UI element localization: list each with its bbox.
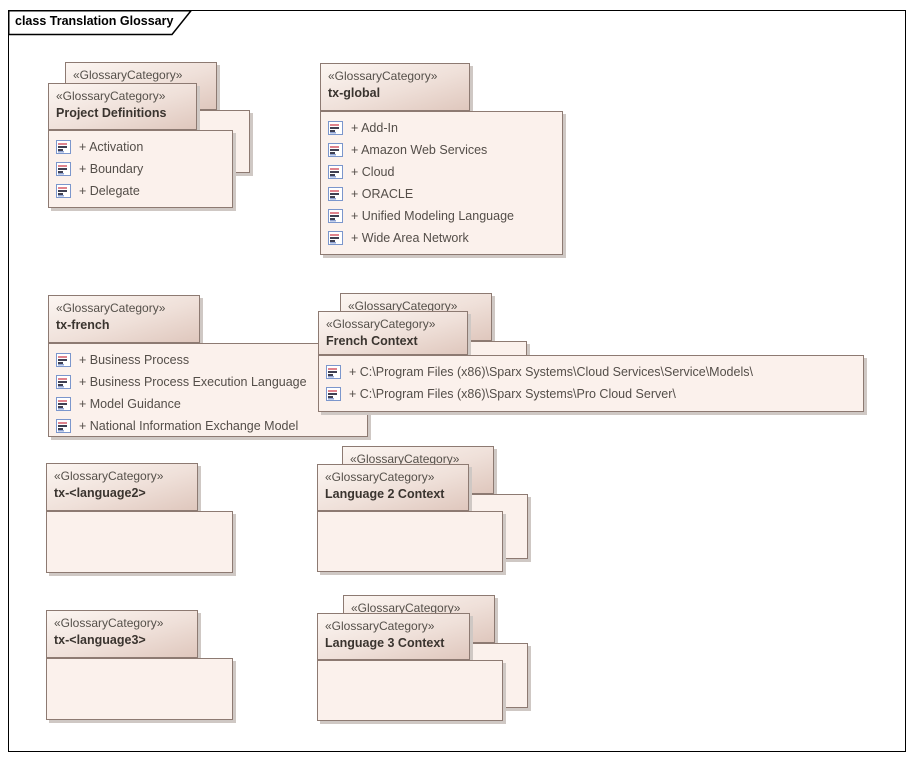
package-tab-tx-language3[interactable]: «GlossaryCategory» tx-<language3> [46,610,198,658]
stereotype-label: «GlossaryCategory» [350,452,460,466]
attribute-label: + Amazon Web Services [351,143,488,157]
stereotype-label: «GlossaryCategory» [56,89,166,103]
attribute-row[interactable]: + Unified Modeling Language [321,205,562,227]
attribute-row[interactable]: + Boundary [49,158,232,180]
attribute-icon [56,419,71,433]
attribute-row[interactable]: + Add-In [321,117,562,139]
frame-label: class Translation Glossary [15,14,174,28]
attribute-icon [56,162,71,176]
attribute-icon [56,140,71,154]
attribute-row[interactable]: + Cloud [321,161,562,183]
package-name: French Context [326,334,418,348]
package-name: tx-<language2> [54,486,146,500]
package-tab-project-definitions[interactable]: «GlossaryCategory» Project Definitions [48,83,197,130]
attribute-label: + Business Process [79,353,190,367]
attribute-icon [56,397,71,411]
package-tab-language2-context[interactable]: «GlossaryCategory» Language 2 Context [317,464,469,511]
package-name: Language 3 Context [325,636,445,650]
attribute-label: + National Information Exchange Model [79,419,299,433]
attribute-row[interactable]: + Business Process [49,349,367,371]
attribute-label: + Boundary [79,162,144,176]
package-body-tx-language3[interactable] [46,658,233,720]
attribute-row[interactable]: + Wide Area Network [321,227,562,249]
attribute-icon [326,387,341,401]
package-tab-language3-context[interactable]: «GlossaryCategory» Language 3 Context [317,613,470,660]
stereotype-label: «GlossaryCategory» [54,616,164,630]
package-body-project-definitions[interactable]: + Activation + Boundary + Delegate [48,130,233,208]
package-body-tx-global[interactable]: + Add-In + Amazon Web Services + Cloud +… [320,111,563,255]
stereotype-label: «GlossaryCategory» [56,301,166,315]
attribute-label: + C:\Program Files (x86)\Sparx Systems\C… [349,365,753,379]
attribute-icon [328,143,343,157]
attribute-label: + ORACLE [351,187,414,201]
package-tab-tx-french[interactable]: «GlossaryCategory» tx-french [48,295,200,343]
attribute-row[interactable]: + Amazon Web Services [321,139,562,161]
package-tab-tx-global[interactable]: «GlossaryCategory» tx-global [320,63,470,111]
stereotype-label: «GlossaryCategory» [326,317,436,331]
stereotype-label: «GlossaryCategory» [54,469,164,483]
attribute-row[interactable]: + C:\Program Files (x86)\Sparx Systems\C… [319,361,863,383]
package-body-french-context[interactable]: + C:\Program Files (x86)\Sparx Systems\C… [318,355,864,412]
package-name: Language 2 Context [325,487,445,501]
package-body-language3-context[interactable] [317,660,503,721]
package-name: Project Definitions [56,106,167,120]
stereotype-label: «GlossaryCategory» [348,299,458,313]
attribute-icon [328,187,343,201]
package-body-tx-language2[interactable] [46,511,233,573]
attribute-label: + Unified Modeling Language [351,209,514,223]
stereotype-label: «GlossaryCategory» [73,68,183,82]
attribute-row[interactable]: + Activation [49,136,232,158]
attribute-icon [328,231,343,245]
package-name: tx-<language3> [54,633,146,647]
package-body-language2-context[interactable] [317,511,503,572]
attribute-label: + Delegate [79,184,140,198]
attribute-label: + Business Process Execution Language [79,375,307,389]
package-name: tx-french [56,318,110,332]
package-tab-french-context[interactable]: «GlossaryCategory» French Context [318,311,468,355]
stereotype-label: «GlossaryCategory» [351,601,461,615]
attribute-row[interactable]: + Delegate [49,180,232,202]
attribute-label: + Model Guidance [79,397,181,411]
attribute-row[interactable]: + ORACLE [321,183,562,205]
attribute-row[interactable]: + Model Guidance [49,393,367,415]
attribute-label: + Activation [79,140,144,154]
attribute-icon [328,209,343,223]
attribute-label: + C:\Program Files (x86)\Sparx Systems\P… [349,387,676,401]
package-body-tx-french[interactable]: + Business Process + Business Process Ex… [48,343,368,437]
attribute-label: + Wide Area Network [351,231,469,245]
attribute-label: + Add-In [351,121,398,135]
attribute-icon [56,353,71,367]
attribute-icon [328,165,343,179]
attribute-row[interactable]: + C:\Program Files (x86)\Sparx Systems\P… [319,383,863,405]
package-tab-tx-language2[interactable]: «GlossaryCategory» tx-<language2> [46,463,198,511]
frame-label-tab [8,10,193,36]
attribute-icon [326,365,341,379]
package-name: tx-global [328,86,381,100]
stereotype-label: «GlossaryCategory» [328,69,438,83]
attribute-icon [56,375,71,389]
stereotype-label: «GlossaryCategory» [325,619,435,633]
attribute-label: + Cloud [351,165,395,179]
diagram-frame [8,10,906,752]
attribute-row[interactable]: + National Information Exchange Model [49,415,367,436]
stereotype-label: «GlossaryCategory» [325,470,435,484]
attribute-row[interactable]: + Business Process Execution Language [49,371,367,393]
attribute-icon [328,121,343,135]
attribute-icon [56,184,71,198]
